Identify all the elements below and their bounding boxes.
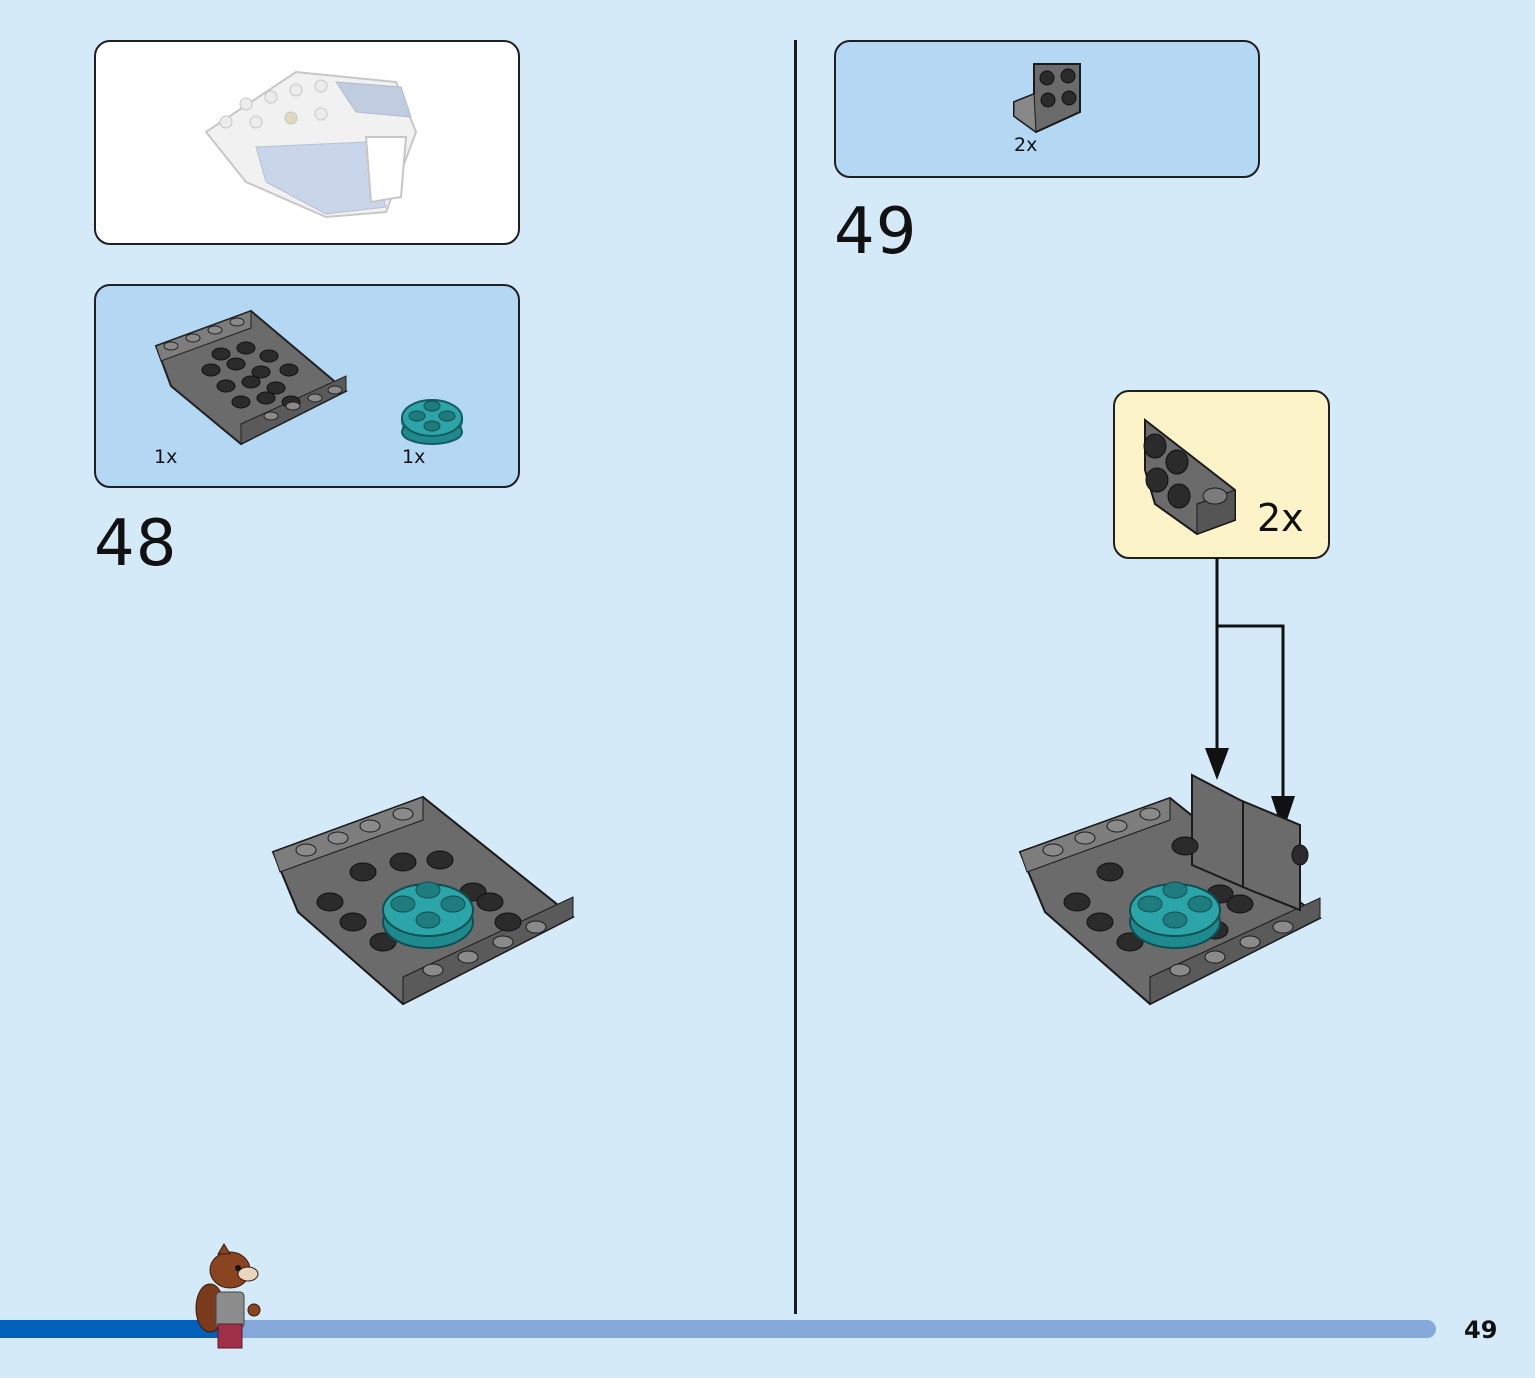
- step-49-number: 49: [834, 195, 918, 269]
- step-48-part-2-quantity: 1x: [402, 446, 426, 468]
- step-48-number: 48: [94, 507, 178, 581]
- step-48-parts-panel: 1x 1x: [94, 284, 520, 488]
- teal-round-plate-icon: [401, 399, 463, 445]
- placement-arrows: [1205, 558, 1295, 832]
- step-48-part-1-quantity: 1x: [154, 446, 178, 468]
- page-divider: [794, 40, 797, 1314]
- progress-track: [0, 1320, 1436, 1338]
- step-48-assembly-illustration: [271, 795, 575, 1006]
- dark-gray-inverted-slope-plate-icon: [154, 309, 348, 446]
- previous-model-preview-panel: [94, 40, 520, 245]
- step-49-callout-quantity: 2x: [1257, 496, 1304, 540]
- dark-gray-bracket-icon: [1143, 417, 1236, 536]
- dark-gray-bracket-icon: [1013, 63, 1081, 134]
- step-49-part-1-quantity: 2x: [1014, 134, 1038, 156]
- step-49-assembly-illustration: [1018, 773, 1322, 1006]
- step-49-callout-panel: 2x: [1113, 390, 1330, 559]
- spaceship-model-preview-icon: [204, 70, 418, 219]
- progress-fill: [0, 1320, 230, 1338]
- raccoon-minifigure-icon: [195, 1243, 261, 1349]
- page-number: 49: [1464, 1316, 1498, 1344]
- step-49-parts-panel: 2x: [834, 40, 1260, 178]
